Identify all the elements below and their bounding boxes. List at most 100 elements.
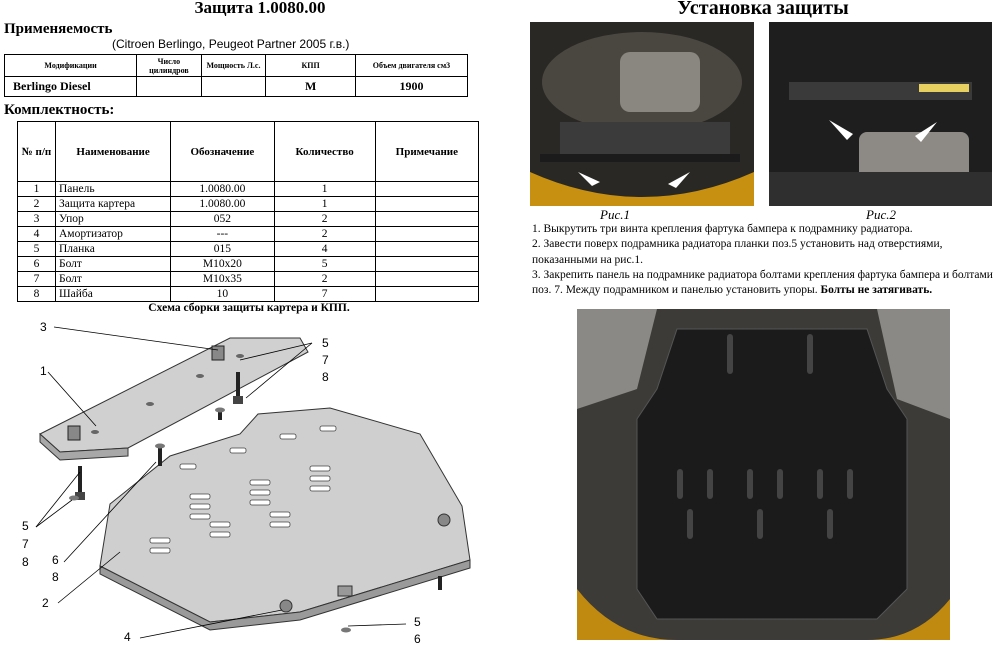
cell <box>374 181 480 197</box>
cell <box>374 271 480 287</box>
cell: 015 <box>170 241 275 257</box>
cell <box>136 76 202 97</box>
cell: 2 <box>273 271 376 287</box>
cell: 1.0080.00 <box>170 196 275 212</box>
applicability-table: Модификации Число цилиндров Мощность Л.с… <box>3 54 468 97</box>
callout-label: 4 <box>124 630 131 644</box>
cell: Защита картера <box>54 196 172 212</box>
cell: 3 <box>17 211 56 227</box>
callout-label: 8 <box>22 555 29 569</box>
fig1-caption: Рис.1 <box>600 207 630 222</box>
cell: 5 <box>273 256 376 272</box>
cell: M <box>265 76 356 97</box>
col-header: Модификации <box>3 54 138 77</box>
cell: 8 <box>17 286 56 302</box>
cell: --- <box>170 226 275 242</box>
kit-row: 7 Болт М10х35 2 <box>17 271 480 287</box>
kit-heading: Комплектность: <box>4 102 115 118</box>
diagram-title: Схема сборки защиты картера и КПП. <box>148 302 350 314</box>
cell: 5 <box>17 241 56 257</box>
instruction-step: 2. Завести поверх подрамника радиатора п… <box>532 238 943 266</box>
instruction-step: 1. Выкрутить три винта крепления фартука… <box>532 223 913 235</box>
cell: 2 <box>17 196 56 212</box>
callout-label: 2 <box>42 596 49 610</box>
col-header: Число цилиндров <box>136 54 202 77</box>
col-header: Мощность Л.с. <box>200 54 267 77</box>
callout-label: 1 <box>40 364 47 378</box>
col-header: Наименование <box>54 121 172 182</box>
callout-label: 6 <box>52 553 59 567</box>
col-header: № п/п <box>17 121 56 182</box>
applicability-header-row: Модификации Число цилиндров Мощность Л.с… <box>3 54 468 77</box>
assembly-diagram <box>35 326 471 639</box>
cell: Упор <box>54 211 172 227</box>
instruction-warning: Болты не затягивать. <box>820 284 933 297</box>
cell: 6 <box>17 256 56 272</box>
cell <box>374 196 480 212</box>
kit-table: № п/п Наименование Обозначение Количеств… <box>17 121 480 302</box>
col-header: Примечание <box>374 121 480 182</box>
callout-label: 5 <box>22 519 29 533</box>
photo-fig2 <box>769 22 992 206</box>
cell: 4 <box>17 226 56 242</box>
photo-fig1 <box>530 22 754 206</box>
callout-label: 5 <box>322 336 329 350</box>
cell: 1.0080.00 <box>170 181 275 197</box>
cell: 052 <box>170 211 275 227</box>
cell: М10х35 <box>170 271 275 287</box>
cell: 4 <box>273 241 376 257</box>
vehicle-note: (Citroen Berlingo, Peugeot Partner 2005 … <box>112 37 350 51</box>
instruction-step: 3. Закрепить панель на подрамнике радиат… <box>532 268 994 299</box>
cell: Болт <box>54 271 172 287</box>
cell: Амортизатор <box>54 226 172 242</box>
cell: Панель <box>54 181 172 197</box>
cell <box>374 211 480 227</box>
col-header: Обозначение <box>170 121 275 182</box>
installation-instructions: 1. Выкрутить три винта крепления фартука… <box>532 222 994 298</box>
kit-row: 5 Планка 015 4 <box>17 241 480 257</box>
callout-label: 3 <box>40 320 47 334</box>
cell: 10 <box>170 286 275 302</box>
cell <box>374 226 480 242</box>
col-header: Объем двигателя см3 <box>355 54 468 77</box>
kit-row: 4 Амортизатор --- 2 <box>17 226 480 242</box>
applicability-row: Berlingo Diesel M 1900 <box>3 76 468 97</box>
cell: 7 <box>273 286 376 302</box>
callout-label: 6 <box>414 632 421 646</box>
cell <box>200 76 267 97</box>
applicability-heading: Применяемость <box>4 21 113 37</box>
col-header: КПП <box>265 54 356 77</box>
kit-row: 6 Болт М10х20 5 <box>17 256 480 272</box>
callout-label: 8 <box>52 570 59 584</box>
cell: Планка <box>54 241 172 257</box>
callout-label: 8 <box>322 370 329 384</box>
callout-label: 7 <box>322 353 329 367</box>
cell: 1 <box>273 181 376 197</box>
fig2-caption: Рис.2 <box>866 207 896 222</box>
skid-plate-part <box>99 407 471 633</box>
installation-title: Установка защиты <box>677 0 849 19</box>
cell: М10х20 <box>170 256 275 272</box>
cell: Болт <box>54 256 172 272</box>
cell: Berlingo Diesel <box>3 76 138 97</box>
kit-header-row: № п/п Наименование Обозначение Количеств… <box>17 121 480 182</box>
cell <box>374 286 480 302</box>
photo-installed-guard <box>577 309 950 640</box>
col-header: Количество <box>273 121 376 182</box>
cell: 7 <box>17 271 56 287</box>
cell: 2 <box>273 211 376 227</box>
cell: 1900 <box>355 76 468 97</box>
kit-row: 8 Шайба 10 7 <box>17 286 480 302</box>
kit-row: 3 Упор 052 2 <box>17 211 480 227</box>
document-title: Защита 1.0080.00 <box>194 0 326 17</box>
cell: 1 <box>273 196 376 212</box>
kit-row: 1 Панель 1.0080.00 1 <box>17 181 480 197</box>
kit-row: 2 Защита картера 1.0080.00 1 <box>17 196 480 212</box>
instruction-text: 3. Закрепить панель на подрамнике радиат… <box>532 268 993 297</box>
cell: Шайба <box>54 286 172 302</box>
cell: 2 <box>273 226 376 242</box>
leader-lines <box>35 326 407 639</box>
callout-label: 5 <box>414 615 421 629</box>
callout-label: 7 <box>22 537 29 551</box>
cell <box>374 256 480 272</box>
